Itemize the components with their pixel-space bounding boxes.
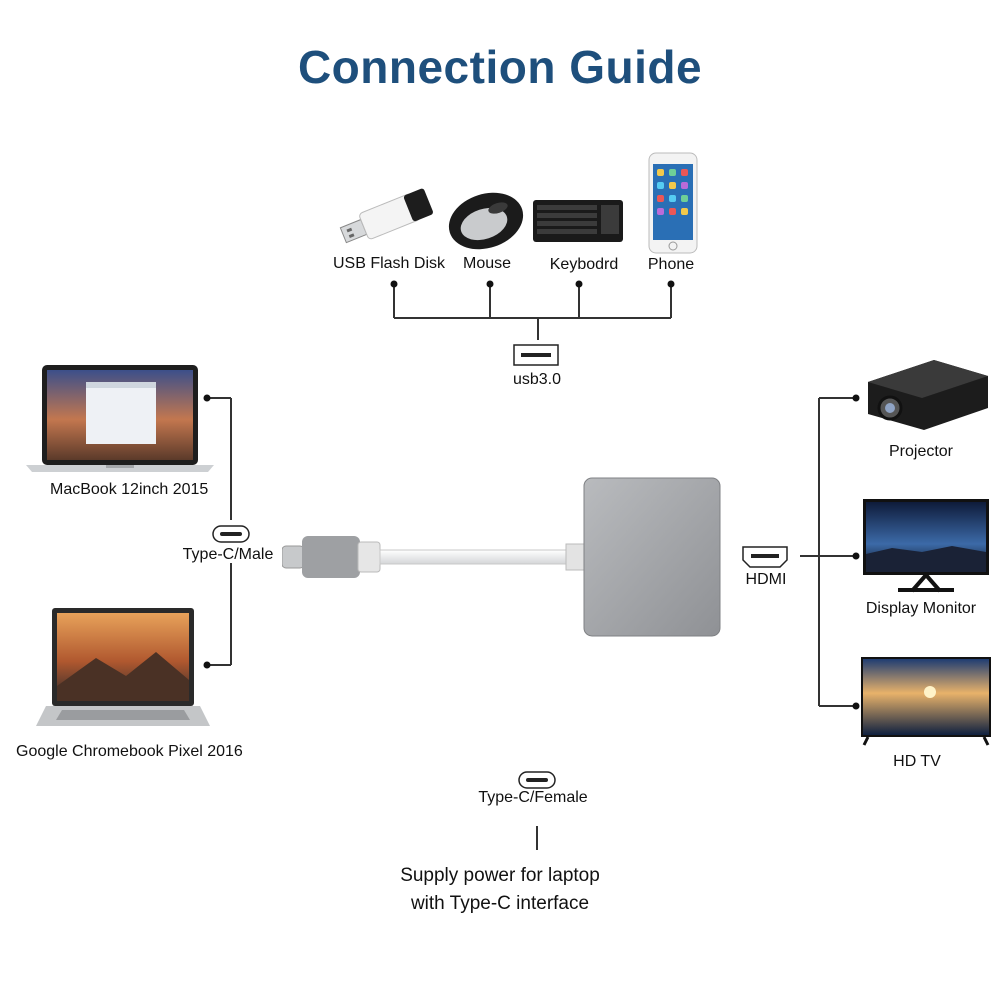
usb-port-icon [513,344,559,366]
label-type-c-female: Type-C/Female [478,789,588,806]
usb-flash-disk-icon [339,188,433,244]
projector-icon [868,360,988,430]
mouse-icon [448,192,524,250]
type-c-port-icon [212,525,250,543]
hdmi-port-icon [742,546,788,568]
label-monitor: Display Monitor [865,600,977,617]
label-projector: Projector [888,443,954,460]
label-macbook: MacBook 12inch 2015 [50,481,209,498]
label-phone: Phone [647,256,695,273]
label-tv: HD TV [893,753,941,770]
label-mouse: Mouse [462,255,512,272]
label-type-c-male: Type-C/Male [182,546,274,563]
label-chromebook: Google Chromebook Pixel 2016 [16,743,243,760]
label-usb3: usb3.0 [512,371,562,388]
macbook-icon [26,365,214,472]
keyboard-icon [533,200,623,242]
label-usb-flash-disk: USB Flash Disk [332,255,446,272]
label-hdmi: HDMI [745,571,787,588]
power-note-line2: with Type-C interface [410,893,590,914]
phone-icon [648,152,698,254]
tv-icon [861,657,991,746]
chromebook-icon [36,608,210,726]
type-c-port-icon [518,771,556,789]
adapter-icon [282,477,721,637]
monitor-icon [863,499,989,593]
label-keyboard: Keybodrd [549,256,619,273]
power-note: Supply power for laptop with Type-C inte… [0,862,1000,918]
power-note-line1: Supply power for laptop [400,865,600,886]
page-title: Connection Guide [297,41,703,93]
